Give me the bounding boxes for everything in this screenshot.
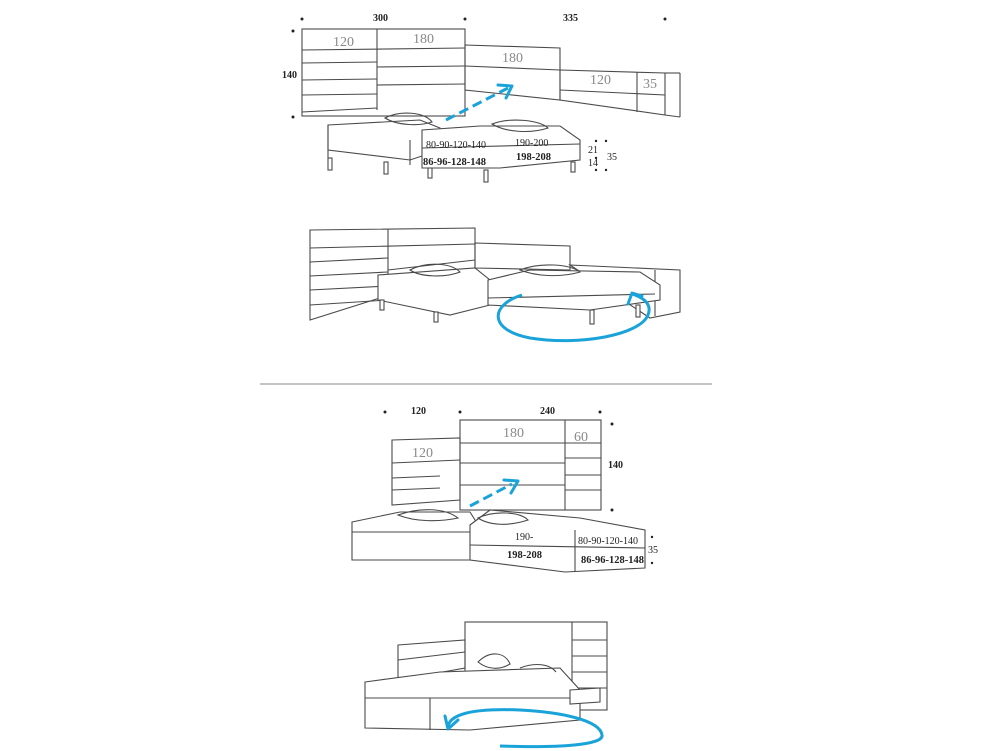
dim-height: 140 [282, 70, 297, 81]
top-diagram-2 [309, 227, 681, 343]
panel-120: 120 [333, 35, 354, 50]
dim-width-left: 300 [373, 13, 388, 24]
bed-length-bottom-2: 198-208 [507, 550, 542, 561]
bottom-diagram-1: 120 240 140 180 60 120 190- [351, 406, 658, 573]
bottom-diagram-2 [364, 621, 608, 749]
panel-35: 35 [643, 77, 657, 92]
bed-width-list-1: 80-90-120-140 [426, 140, 486, 151]
bed-width-bottom-1: 80-90-120-140 [578, 536, 638, 547]
bed-width-bottom-2: 86-96-128-148 [581, 555, 644, 566]
bed-length-list-2: 198-208 [516, 152, 551, 163]
dim-width-right-bottom: 240 [540, 406, 555, 417]
top-diagram-1: 300 335 140 120 180 180 120 35 [282, 13, 681, 183]
height-35: 35 [607, 152, 617, 163]
bed-length-list-1: 190-200 [515, 138, 548, 149]
dim-height-bottom: 140 [608, 460, 623, 471]
bed-length-bottom-1: 190- [515, 532, 533, 543]
panel-120-bottom: 120 [412, 446, 433, 461]
height-14: 14 [588, 158, 598, 169]
panel-180-bottom: 180 [503, 426, 524, 441]
panel-60: 60 [574, 430, 588, 445]
bed-width-list-2: 86-96-128-148 [423, 157, 486, 168]
panel-180-right: 180 [502, 51, 523, 66]
height-21: 21 [588, 145, 598, 156]
dim-width-left-bottom: 120 [411, 406, 426, 417]
panel-120-right: 120 [590, 73, 611, 88]
panel-180-left: 180 [413, 32, 434, 47]
dim-width-right: 335 [563, 13, 578, 24]
height-35-bottom: 35 [648, 545, 658, 556]
